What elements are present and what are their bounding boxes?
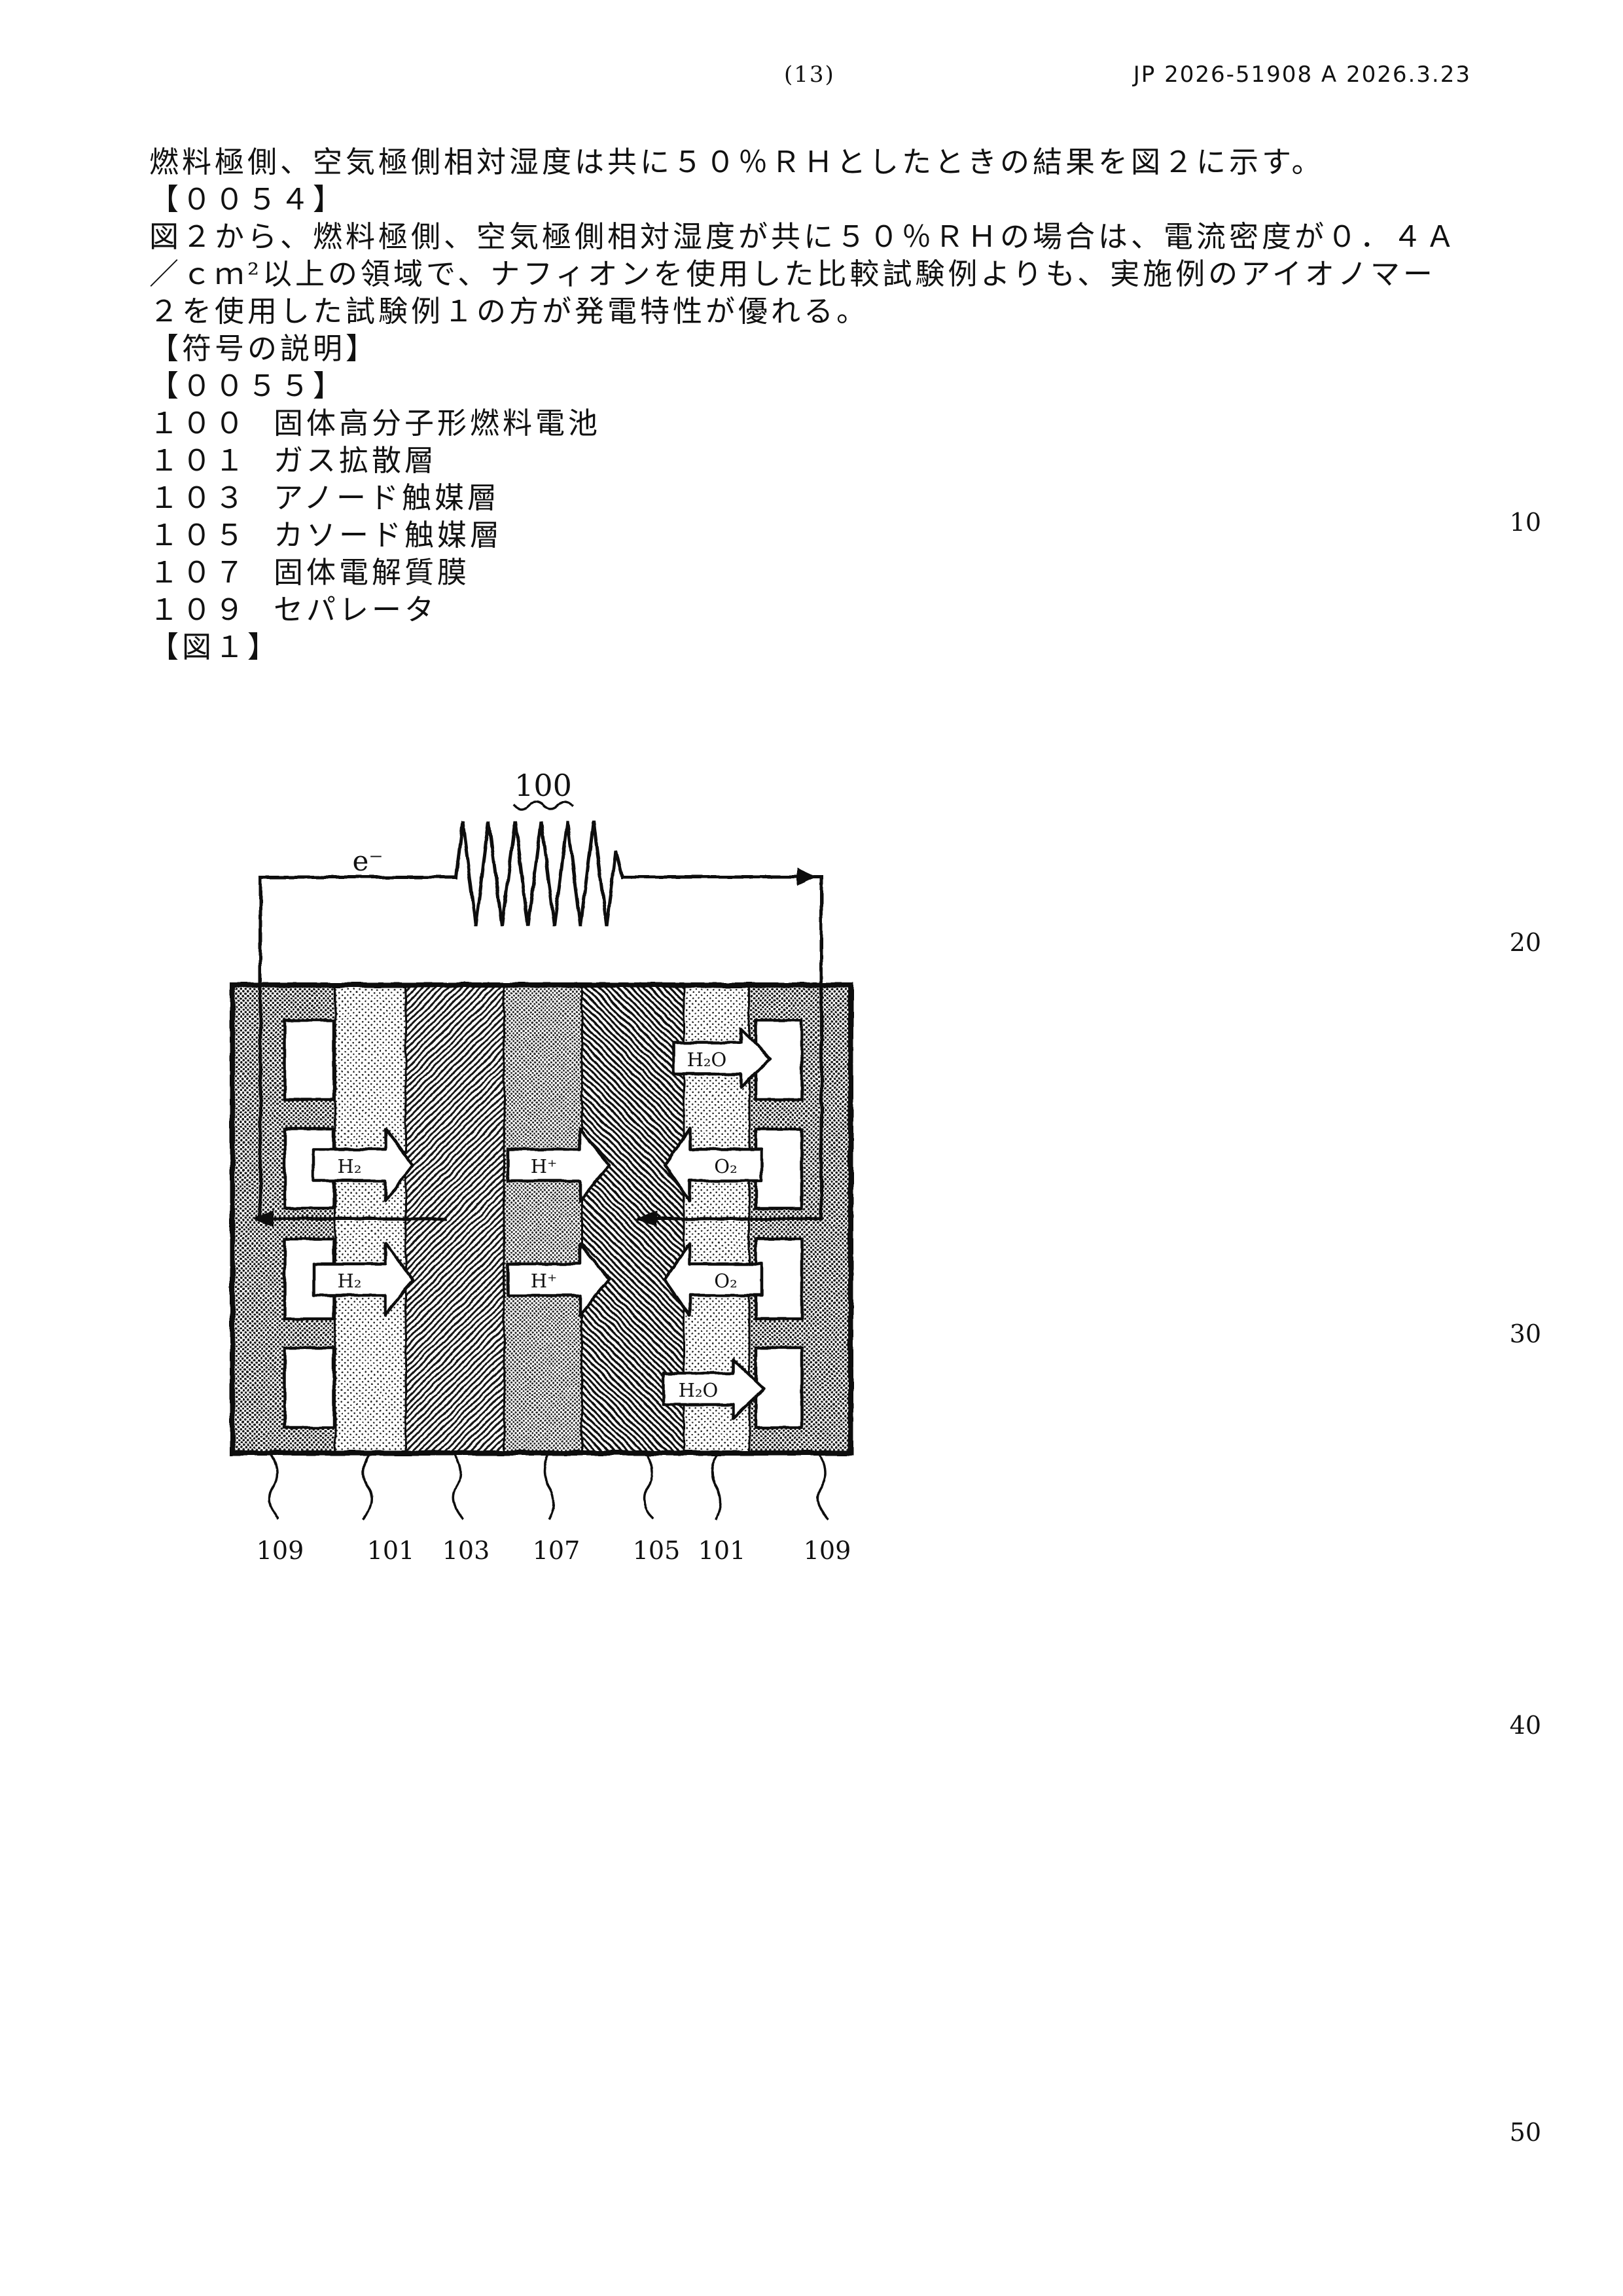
electron-flow-arrow-left-icon — [253, 1210, 274, 1227]
electron-flow-arrow-right-icon — [636, 1210, 657, 1227]
bottom-label-anode: 103 — [442, 1536, 490, 1565]
paragraph-line: ２を使用した試験例１の方が発電特性が優れる。 — [149, 294, 870, 329]
reference-number: １０３ — [149, 480, 248, 515]
o2-label-2: O₂ — [714, 1270, 737, 1292]
paragraph-line: 図２から、燃料極側、空気極側相対湿度が共に５０％ＲＨの場合は、電流密度が０．４Ａ — [149, 219, 1459, 254]
reference-number: １００ — [149, 406, 248, 440]
bottom-label-cathode: 105 — [633, 1536, 681, 1565]
gas-channel — [283, 1346, 336, 1429]
reference-list-item: １０５ カソード触媒層 — [149, 516, 1497, 554]
leader-lines — [268, 1454, 830, 1520]
h2o-top-label: H₂O — [687, 1049, 727, 1071]
reference-label: セパレータ — [274, 592, 438, 627]
leader-line — [643, 1454, 655, 1520]
h2-arrow-2 — [312, 1242, 415, 1318]
reference-number: １０５ — [149, 518, 248, 552]
figure-1-fuel-cell-diagram: 100 e⁻ H₂O H₂ H⁺ O₂ H₂ H⁺ O₂ H₂O 109 101… — [196, 720, 949, 1584]
figure-caption: 【図１】 — [149, 630, 281, 664]
cell-outer-border — [230, 982, 853, 1456]
gas-channel — [754, 1237, 804, 1321]
bottom-label-gdl-right: 101 — [698, 1536, 746, 1565]
reference-label: 固体高分子形燃料電池 — [274, 406, 601, 440]
body-text-block: 燃料極側、空気極側相対湿度は共に５０％ＲＨとしたときの結果を図２に示す。 【００… — [149, 143, 1497, 666]
bottom-label-membrane: 107 — [533, 1536, 580, 1565]
reference-list-item: １０９ セパレータ — [149, 591, 1497, 628]
margin-line-number-40: 40 — [1509, 1711, 1541, 1740]
publication-header: JP 2026-51908 A 2026.3.23 — [1133, 62, 1471, 88]
solid-electrolyte-membrane-layer — [504, 985, 582, 1453]
margin-line-number-50: 50 — [1509, 2118, 1541, 2147]
leader-line — [268, 1454, 280, 1520]
h-plus-arrow-1 — [506, 1127, 611, 1203]
paragraph-number-0055: 【００５５】 — [149, 368, 346, 403]
reference-number: １０１ — [149, 443, 248, 478]
electron-label: e⁻ — [352, 845, 383, 877]
external-circuit-wire — [259, 821, 823, 1221]
h2o-arrow-top — [671, 1027, 772, 1090]
margin-line-number-30: 30 — [1509, 1319, 1541, 1348]
margin-line-number-20: 20 — [1509, 928, 1541, 957]
leader-line — [362, 1454, 373, 1520]
h2-label-1: H₂ — [338, 1155, 362, 1177]
resistor-icon — [454, 821, 625, 927]
o2-arrow-1 — [663, 1127, 764, 1203]
reference-number: １０９ — [149, 592, 248, 627]
reference-list-item: １０１ ガス拡散層 — [149, 442, 1497, 479]
o2-arrow-2 — [663, 1242, 764, 1318]
h-plus-label-2: H⁺ — [531, 1270, 558, 1292]
circuit-wire-left — [259, 875, 458, 1221]
margin-line-number-10: 10 — [1509, 508, 1541, 537]
h2o-bottom-label: H₂O — [679, 1379, 719, 1401]
current-direction-arrow-icon — [797, 868, 817, 886]
reference-label: ガス拡散層 — [274, 443, 438, 478]
reference-label: アノード触媒層 — [274, 480, 500, 515]
reference-list-item: １０７ 固体電解質膜 — [149, 554, 1497, 591]
leader-line — [452, 1454, 465, 1520]
circuit-wire-right — [620, 875, 823, 1221]
reference-label: 固体電解質膜 — [274, 555, 471, 590]
paragraph-number-0054: 【００５４】 — [149, 182, 346, 217]
gas-channel — [754, 1127, 804, 1210]
h2-label-2: H₂ — [338, 1270, 362, 1292]
reference-label: カソード触媒層 — [274, 518, 503, 552]
gas-channel — [283, 1018, 336, 1102]
reference-list-item: １００ 固体高分子形燃料電池 — [149, 404, 1497, 442]
h2-arrow-1 — [312, 1127, 415, 1203]
reference-list-item: １０３ アノード触媒層 — [149, 479, 1497, 516]
cell-reference-label: 100 — [514, 768, 572, 803]
bottom-label-gdl-left: 101 — [367, 1536, 415, 1565]
leader-line — [543, 1454, 555, 1520]
h2o-arrow-bottom — [662, 1357, 766, 1420]
reference-number: １０７ — [149, 555, 248, 590]
leader-line — [817, 1454, 830, 1520]
bottom-label-separator-right: 109 — [804, 1536, 851, 1565]
paragraph-line: ／ｃｍ²以上の領域で、ナフィオンを使用した比較試験例よりも、実施例のアイオノマー — [149, 257, 1436, 291]
flow-arrows — [312, 1027, 772, 1420]
fuel-cell-figure: 100 e⁻ H₂O H₂ H⁺ O₂ H₂ H⁺ O₂ H₂O 109 101… — [230, 768, 853, 1565]
h-plus-arrow-2 — [506, 1242, 611, 1318]
leader-line — [711, 1454, 722, 1520]
paragraph-line: 燃料極側、空気極側相対湿度は共に５０％ＲＨとしたときの結果を図２に示す。 — [149, 145, 1325, 179]
cell-label-underline — [512, 800, 574, 810]
o2-label-1: O₂ — [714, 1155, 737, 1177]
page-number-header: (13) — [784, 62, 835, 88]
h-plus-label-1: H⁺ — [531, 1155, 558, 1177]
section-heading-symbols: 【符号の説明】 — [149, 331, 379, 366]
bottom-label-separator-left: 109 — [257, 1536, 304, 1565]
